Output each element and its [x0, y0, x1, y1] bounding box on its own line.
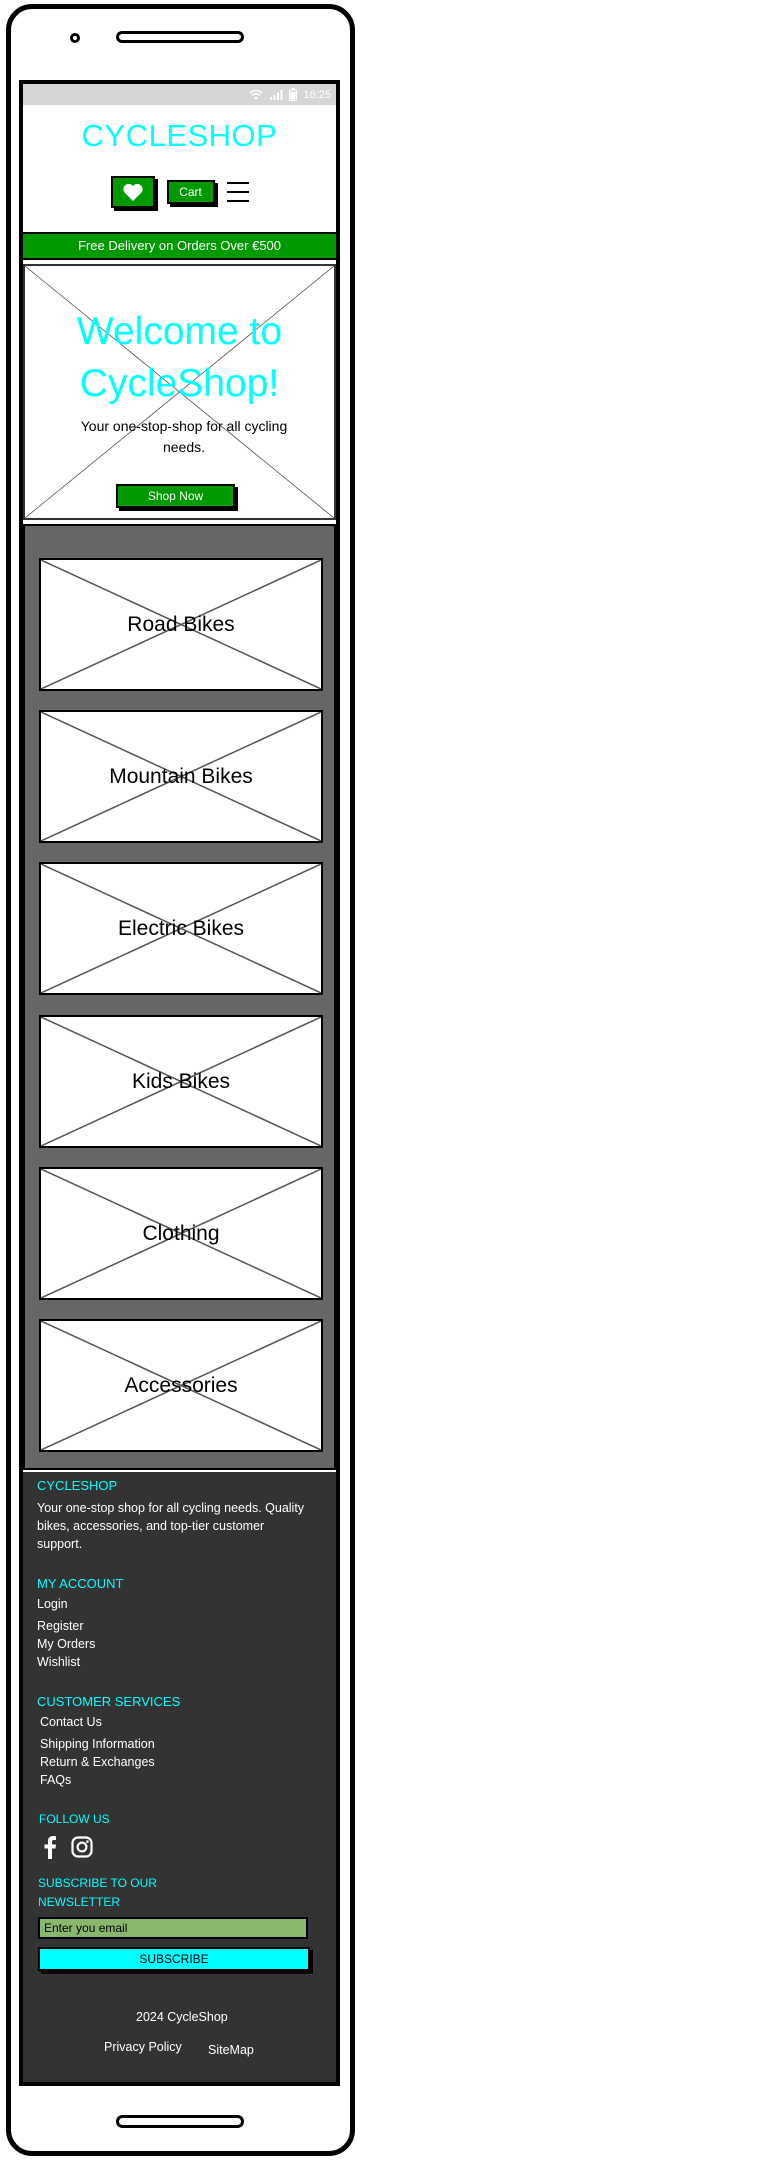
heart-icon [122, 183, 143, 201]
image-placeholder [41, 1169, 321, 1298]
copyright: 2024 CycleShop [136, 2010, 228, 2024]
follow-us-heading: FOLLOW US [39, 1812, 110, 1826]
email-field[interactable] [38, 1917, 308, 1939]
privacy-policy-link[interactable]: Privacy Policy [104, 2040, 182, 2054]
speaker [116, 31, 244, 43]
newsletter-form [38, 1917, 308, 1939]
subscribe-button[interactable]: SUBSCRIBE [38, 1947, 310, 1971]
footer-link-contact-us[interactable]: Contact Us [40, 1715, 102, 1729]
signal-icon [269, 89, 283, 100]
newsletter-heading-line1: SUBSCRIBE TO OUR [38, 1876, 157, 1890]
image-placeholder [25, 266, 334, 518]
category-card-mountain-bikes[interactable]: Mountain Bikes [39, 710, 323, 843]
footer-link-my-orders[interactable]: My Orders [37, 1637, 96, 1651]
promo-banner: Free Delivery on Orders Over €500 [23, 232, 336, 260]
my-account-heading: MY ACCOUNT [37, 1576, 124, 1591]
header-actions: Cart [23, 176, 336, 208]
shop-now-button[interactable]: Shop Now [116, 484, 235, 508]
image-placeholder [41, 712, 321, 841]
footer-brand: CYCLESHOP [37, 1478, 118, 1493]
footer-link-login[interactable]: Login [37, 1597, 68, 1611]
cart-button[interactable]: Cart [166, 180, 215, 204]
image-placeholder [41, 560, 321, 689]
category-card-electric-bikes[interactable]: Electric Bikes [39, 862, 323, 995]
battery-icon [289, 88, 298, 101]
category-label: Mountain Bikes [109, 764, 253, 788]
hero-banner: Welcome to CycleShop! Your one-stop-shop… [23, 264, 336, 520]
sitemap-link[interactable]: SiteMap [208, 2043, 254, 2057]
instagram-icon[interactable] [71, 1836, 93, 1863]
wifi-icon [249, 89, 263, 100]
category-card-clothing[interactable]: Clothing [39, 1167, 323, 1300]
image-placeholder [41, 1017, 321, 1146]
category-card-kids-bikes[interactable]: Kids Bikes [39, 1015, 323, 1148]
newsletter-heading-line2: NEWSLETTER [38, 1895, 121, 1909]
category-label: Clothing [142, 1221, 220, 1245]
hero-subtitle: Your one-stop-shop for all cycling needs… [80, 418, 288, 455]
category-card-accessories[interactable]: Accessories [39, 1319, 323, 1452]
screen: 16:25 CYCLESHOP Cart Free Delivery on Or… [19, 80, 340, 2086]
category-label: Accessories [124, 1373, 238, 1397]
home-button[interactable] [116, 2115, 244, 2128]
customer-services-heading: CUSTOMER SERVICES [37, 1694, 181, 1709]
social-links [43, 1835, 93, 1864]
footer-link-register[interactable]: Register [37, 1619, 84, 1633]
status-time: 16:25 [303, 88, 331, 101]
footer [23, 1472, 336, 2082]
hero-title-line2: CycleShop! [79, 362, 280, 405]
facebook-icon[interactable] [43, 1835, 57, 1864]
hamburger-menu-icon[interactable] [226, 182, 249, 202]
footer-link-returns[interactable]: Return & Exchanges [40, 1755, 155, 1769]
hero-title-line1: Welcome to [76, 310, 283, 353]
category-card-road-bikes[interactable]: Road Bikes [39, 558, 323, 691]
image-placeholder [41, 1321, 321, 1450]
category-label: Road Bikes [127, 612, 235, 636]
category-label: Electric Bikes [117, 916, 245, 940]
camera [70, 33, 80, 43]
footer-link-wishlist[interactable]: Wishlist [37, 1655, 81, 1669]
footer-link-faqs[interactable]: FAQs [40, 1773, 72, 1787]
category-label: Kids Bikes [131, 1069, 231, 1093]
wishlist-button[interactable] [110, 176, 155, 208]
footer-link-shipping[interactable]: Shipping Information [40, 1737, 155, 1751]
category-grid: Road Bikes Mountain Bikes Electric Bikes… [23, 524, 336, 1470]
status-bar: 16:25 [23, 84, 336, 105]
footer-about: Your one-stop shop for all cycling needs… [37, 1501, 305, 1551]
hero-title: Welcome to CycleShop! [25, 306, 334, 410]
image-placeholder [41, 864, 321, 993]
site-logo[interactable]: CYCLESHOP [81, 118, 278, 153]
